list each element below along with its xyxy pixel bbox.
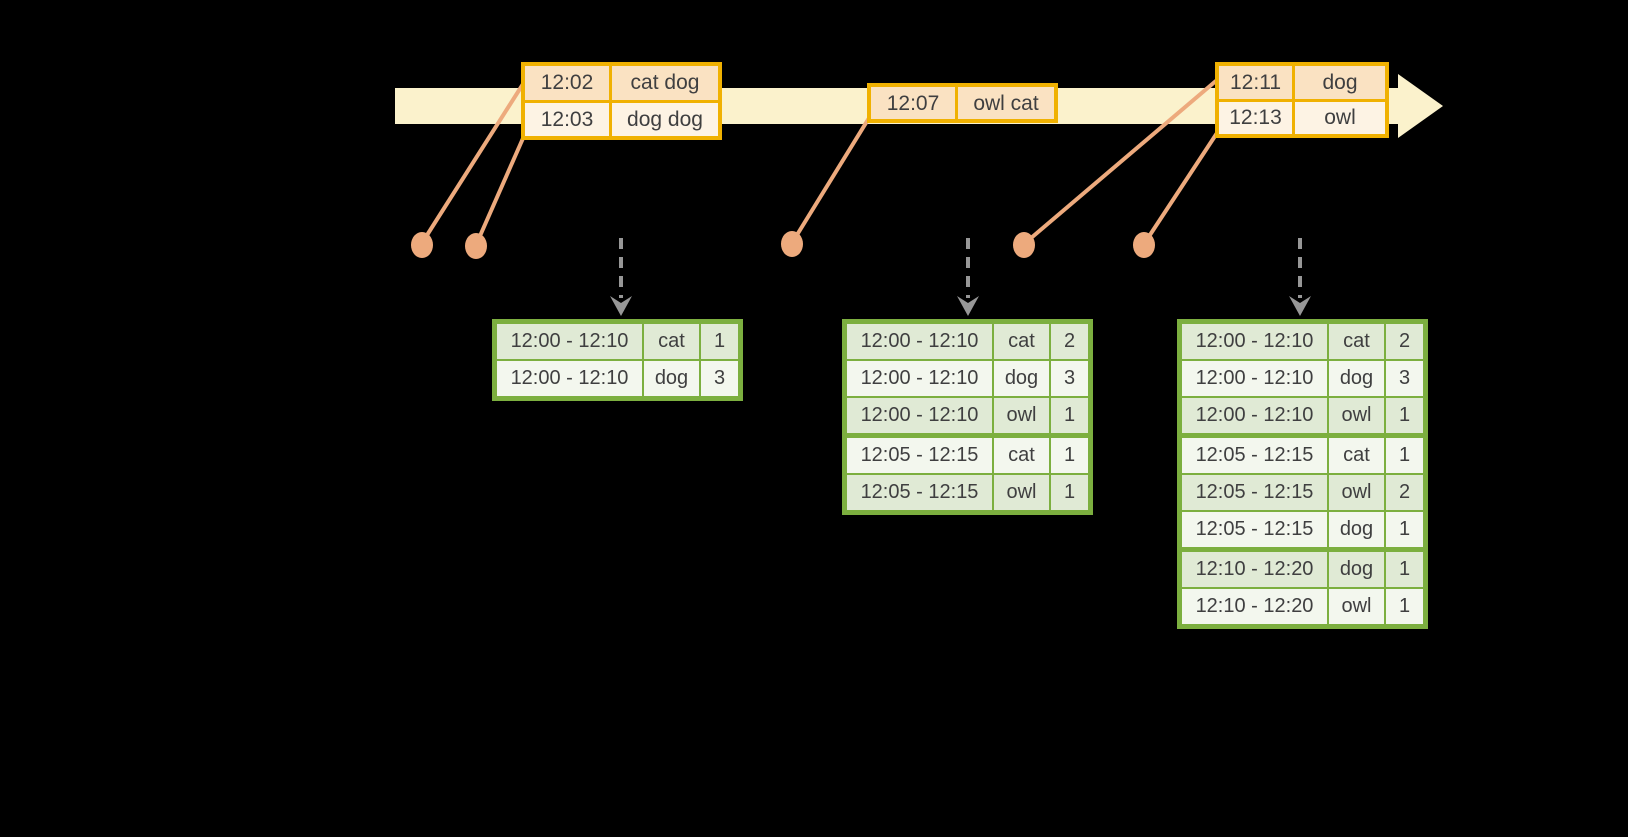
event-dot-icon — [465, 233, 487, 259]
result-window: 12:00 - 12:10 — [1182, 398, 1327, 433]
result-window: 12:00 - 12:10 — [497, 361, 642, 396]
result-word: owl — [994, 398, 1049, 433]
connector-line — [790, 116, 871, 245]
dashed-down-arrow-icon — [1289, 238, 1311, 316]
result-word: cat — [1329, 324, 1384, 359]
event-time: 12:13 — [1219, 101, 1292, 134]
result-word: owl — [1329, 475, 1384, 510]
connector-line — [420, 82, 525, 245]
result-count: 3 — [1051, 361, 1088, 396]
result-window: 12:00 - 12:10 — [1182, 361, 1327, 396]
event-dot-icon — [781, 231, 803, 257]
result-window: 12:00 - 12:10 — [497, 324, 642, 359]
result-window: 12:00 - 12:10 — [847, 398, 992, 433]
result-word: cat — [994, 324, 1049, 359]
connector-line — [474, 135, 526, 246]
event-words: dog dog — [612, 102, 718, 136]
result-count: 3 — [701, 361, 738, 396]
result-word: dog — [1329, 512, 1384, 547]
event-time: 12:02 — [525, 66, 609, 100]
result-word: cat — [644, 324, 699, 359]
result-window: 12:05 - 12:15 — [1182, 475, 1327, 510]
result-count: 1 — [1051, 475, 1088, 510]
result-window: 12:00 - 12:10 — [847, 361, 992, 396]
result-count: 1 — [1386, 438, 1423, 473]
result-window: 12:00 - 12:10 — [1182, 324, 1327, 359]
result-window: 12:05 - 12:15 — [1182, 512, 1327, 547]
result-count: 3 — [1386, 361, 1423, 396]
result-window: 12:05 - 12:15 — [847, 438, 992, 473]
result-word: owl — [1329, 398, 1384, 433]
event-words: owl cat — [958, 87, 1054, 119]
connector-line — [1142, 131, 1219, 246]
event-dot-icon — [1133, 232, 1155, 258]
result-word: dog — [1329, 361, 1384, 396]
result-count: 1 — [1386, 552, 1423, 587]
result-word: owl — [1329, 589, 1384, 624]
result-word: dog — [994, 361, 1049, 396]
result-count: 2 — [1386, 324, 1423, 359]
timeline-arrow-icon — [1398, 74, 1443, 138]
result-word: cat — [1329, 438, 1384, 473]
result-window: 12:05 - 12:15 — [1182, 438, 1327, 473]
result-window: 12:05 - 12:15 — [847, 475, 992, 510]
result-count: 1 — [1386, 398, 1423, 433]
event-time: 12:03 — [525, 102, 609, 136]
result-count: 1 — [1386, 589, 1423, 624]
result-word: dog — [1329, 552, 1384, 587]
result-word: cat — [994, 438, 1049, 473]
dashed-down-arrow-icon — [957, 238, 979, 316]
event-dot-icon — [1013, 232, 1035, 258]
result-count: 2 — [1051, 324, 1088, 359]
event-time: 12:07 — [871, 87, 955, 119]
result-window: 12:00 - 12:10 — [847, 324, 992, 359]
event-time: 12:11 — [1219, 66, 1292, 99]
result-count: 1 — [1051, 438, 1088, 473]
event-words: owl — [1295, 101, 1385, 134]
result-count: 1 — [1051, 398, 1088, 433]
result-count: 2 — [1386, 475, 1423, 510]
result-window: 12:10 - 12:20 — [1182, 552, 1327, 587]
event-dot-icon — [411, 232, 433, 258]
result-count: 1 — [701, 324, 738, 359]
event-words: cat dog — [612, 66, 718, 100]
connector-line — [1022, 78, 1219, 246]
event-words: dog — [1295, 66, 1385, 99]
result-word: dog — [644, 361, 699, 396]
result-word: owl — [994, 475, 1049, 510]
result-window: 12:10 - 12:20 — [1182, 589, 1327, 624]
dashed-down-arrow-icon — [610, 238, 632, 316]
result-count: 1 — [1386, 512, 1423, 547]
